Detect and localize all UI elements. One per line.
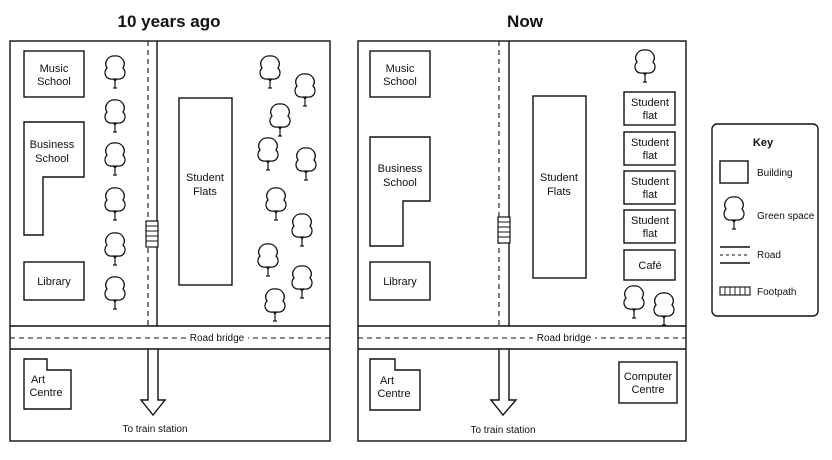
student-flat-label-1: Student [631,137,669,149]
student-flat-block-2 [623,131,676,166]
art-centre-label-1: Art [380,375,394,387]
tree-icon [634,49,656,83]
tree-icon [257,137,279,171]
music-school-past [23,50,85,98]
music-school-label-2: School [37,76,71,88]
art-centre-label-2: Centre [377,388,410,400]
student-flats-label-1: Student [186,172,224,184]
student-flats-past [178,97,233,286]
student-flat-label-2: flat [643,150,658,162]
tree-icon [104,187,126,221]
library-now [369,261,431,301]
computer-centre-now [618,361,678,404]
student-flat-label-2: flat [643,228,658,240]
student-flat-block-3 [623,170,676,205]
tree-icon [291,213,313,247]
student-flat-label-1: Student [631,176,669,188]
music-school-now [369,50,431,98]
train-station-label-past: To train station [122,424,187,435]
map-past: 10 years ago Music School Business Schoo… [9,12,331,442]
key-title: Key [753,137,774,149]
art-centre-label-2: Centre [29,387,62,399]
business-school-label-2: School [35,153,69,165]
cafe-now [623,249,676,281]
tree-icon [723,196,745,230]
road-icon [720,246,750,264]
music-school-label-1: Music [40,63,69,75]
tree-icon [653,292,675,326]
art-centre-now [369,358,421,411]
key-panel: Key Building Green space Road Footpath [711,123,819,317]
student-flat-block-4 [623,209,676,244]
tree-icon [623,285,645,319]
key-label-footpath: Footpath [757,287,796,298]
library-label: Library [383,276,417,288]
tree-icon [269,103,291,137]
tree-icon [295,147,317,181]
tree-icon [104,99,126,133]
student-flat-label-2: flat [643,189,658,201]
map-frame-now [357,40,687,442]
key-label-green-space: Green space [757,211,815,222]
key-label-building: Building [757,168,793,179]
footpath-icon [145,220,159,248]
library-past [23,261,85,301]
tree-icon [104,142,126,176]
student-flats-label-2: Flats [193,186,217,198]
map-now: Now Music School Business School Library… [357,12,687,442]
tree-icon [104,55,126,89]
key-frame [711,123,819,317]
tree-icon [104,276,126,310]
student-flats-label-1: Student [540,172,578,184]
student-flat-block-1 [623,91,676,126]
road-bridge-label-now: Road bridge [537,333,592,344]
computer-centre-label-2: Centre [631,384,664,396]
tree-icon [291,265,313,299]
student-flats-label-2: Flats [547,186,571,198]
map-frame-past [9,40,331,442]
student-flat-label-1: Student [631,215,669,227]
student-flats-now [532,95,587,279]
art-centre-past [23,358,72,410]
tree-icon [294,73,316,107]
student-flat-label-1: Student [631,97,669,109]
business-school-past [23,121,85,236]
train-station-label-now: To train station [470,425,535,436]
map-title-now: Now [507,12,544,31]
key-label-road: Road [757,250,781,261]
business-school-label-2: School [383,177,417,189]
music-school-label-2: School [383,76,417,88]
building-icon [719,160,749,184]
student-flat-label-2: flat [643,110,658,122]
cafe-label: Café [638,260,661,272]
music-school-label-1: Music [386,63,415,75]
tree-icon [265,187,287,221]
computer-centre-label-1: Computer [624,371,673,383]
footpath-icon [719,286,751,296]
map-title-past: 10 years ago [117,12,220,31]
tree-icon [257,243,279,277]
tree-icon [259,55,281,89]
road-bridge-label-past: Road bridge [190,333,245,344]
business-school-now [369,136,431,247]
tree-icon [104,232,126,266]
art-centre-label-1: Art [31,374,45,386]
business-school-label-1: Business [30,139,75,151]
business-school-label-1: Business [378,163,423,175]
tree-icon [264,288,286,322]
library-label: Library [37,276,71,288]
footpath-icon [497,216,511,244]
